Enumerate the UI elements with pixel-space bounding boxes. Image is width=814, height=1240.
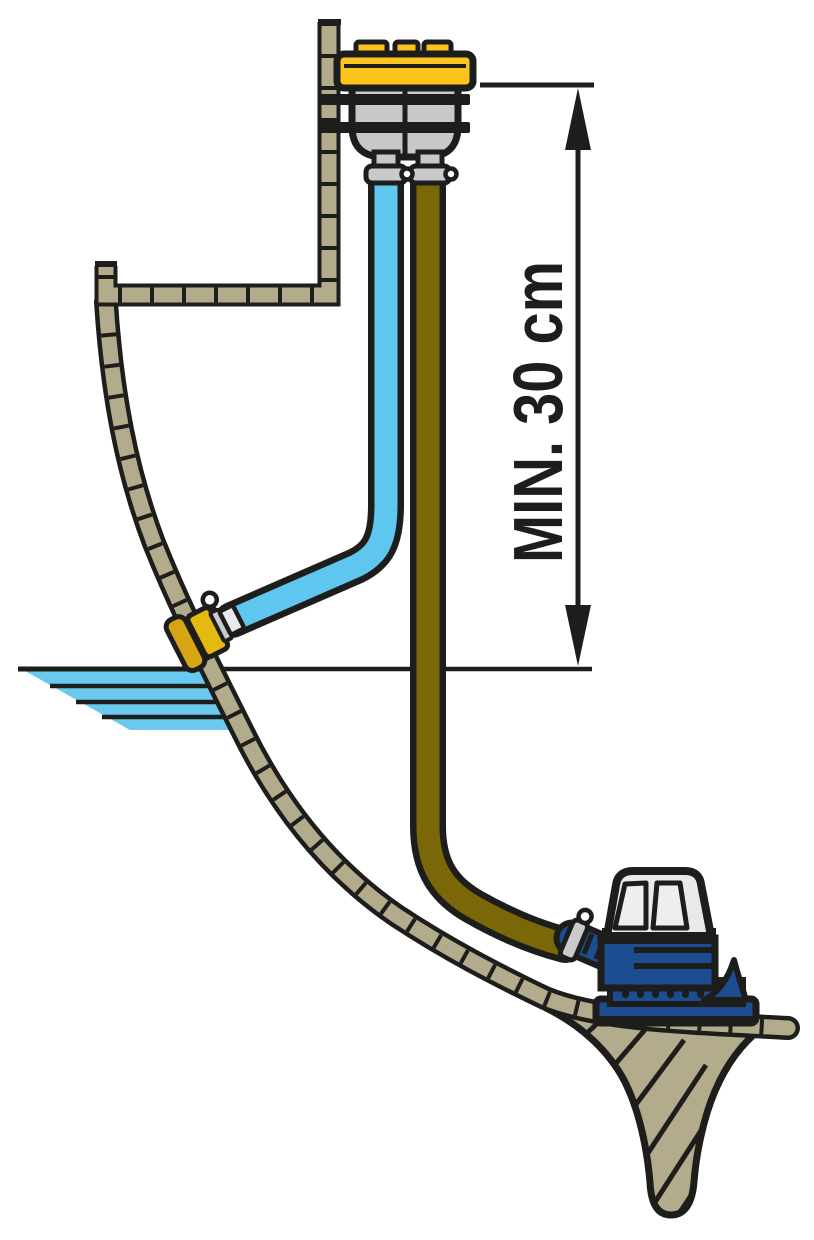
water-surface-patch (18, 667, 232, 730)
pump-dome-pane-right (650, 880, 690, 931)
vent-mounting-strap-lower (320, 122, 470, 133)
deck-plank (98, 22, 337, 303)
deck-lip-end-cap (95, 261, 117, 267)
deck-outline (94, 22, 341, 307)
deck-structure (94, 19, 341, 307)
waterline-water (18, 666, 232, 730)
fitting-clamp-screw (200, 590, 219, 610)
bilge-pump (553, 867, 760, 1027)
hull-side (94, 290, 800, 1040)
hose-clamp-right-screw (443, 166, 459, 182)
dimension-arrow-up (565, 88, 591, 150)
pump-hose-clamp (557, 907, 594, 963)
dimension-arrow-down (565, 605, 591, 666)
through-hull-fitting (163, 590, 246, 674)
pump-dome-pane-left (612, 880, 649, 931)
hose-clamp-left-screw (399, 166, 415, 182)
deck-hatch-ticks (98, 22, 337, 303)
dimension-indicator: MIN. 30 cm (480, 82, 594, 666)
outlet-hose-body (220, 164, 398, 632)
dimension-label: MIN. 30 cm (499, 261, 577, 563)
bulkhead-end-cap (318, 19, 341, 25)
fitting-nipple (218, 603, 246, 637)
vent-mounting-strap-upper (320, 94, 470, 105)
pump-hose-body (416, 164, 577, 957)
hull-plank (98, 294, 796, 1036)
pump-hose-clamp-screw (576, 907, 594, 926)
vent-cap (333, 50, 477, 92)
pump-hose-olive (410, 158, 583, 963)
anti-siphon-vent-device (320, 39, 477, 186)
outlet-hose-blue (214, 158, 404, 638)
